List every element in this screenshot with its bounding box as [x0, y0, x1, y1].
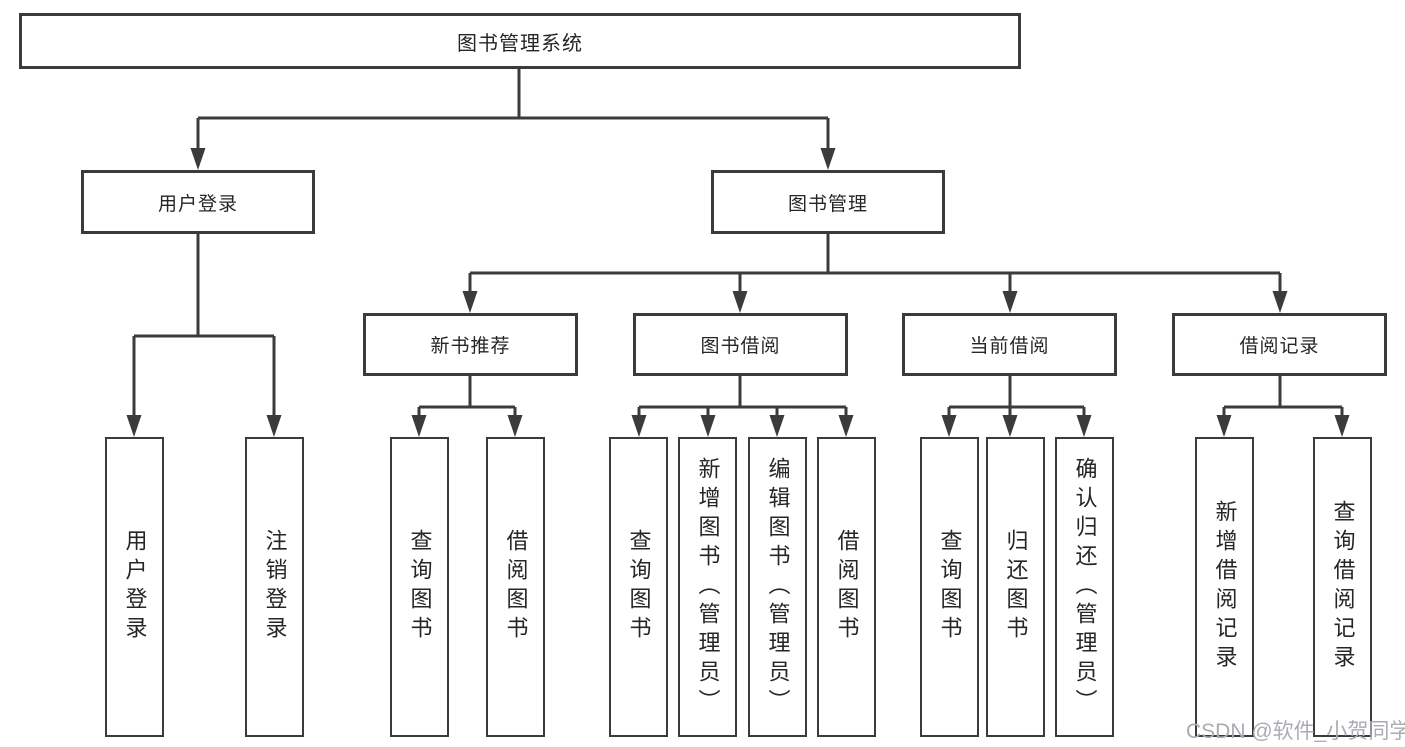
leaf-borrowing-edit-admin: 编辑图书（管理员）: [748, 437, 807, 737]
csdn-watermark: CSDN @软件_小贺同学: [1186, 720, 1405, 743]
node-library-system-label: 图书管理系统: [457, 32, 583, 55]
leaf-records-query: 查询借阅记录: [1313, 437, 1372, 737]
leaf-newbooks-query: 查询图书: [390, 437, 449, 737]
node-library-system: 图书管理系统: [19, 13, 1021, 69]
node-current-borrowing-label: 当前借阅: [969, 336, 1050, 357]
leaf-borrowing-borrow-label: 借阅图书: [834, 529, 860, 645]
node-user-login: 用户登录: [81, 170, 315, 234]
connector-root-to-level2: [190, 69, 836, 170]
leaf-borrowing-query: 查询图书: [609, 437, 668, 737]
leaf-current-query-label: 查询图书: [937, 529, 963, 645]
node-new-books-label: 新书推荐: [430, 336, 511, 357]
node-current-borrowing: 当前借阅: [902, 313, 1117, 376]
leaf-logout-label: 注销登录: [262, 529, 288, 645]
leaf-newbooks-borrow-label: 借阅图书: [503, 529, 529, 645]
node-borrowing-records-label: 借阅记录: [1239, 336, 1320, 357]
node-book-borrowing: 图书借阅: [633, 313, 848, 376]
connector-userlogin-branch: [126, 234, 282, 437]
connector-borrowing-branch: [631, 376, 854, 437]
leaf-logout: 注销登录: [245, 437, 304, 737]
node-book-management: 图书管理: [711, 170, 945, 234]
leaf-borrowing-add-admin: 新增图书（管理员）: [678, 437, 737, 737]
leaf-user-login: 用户登录: [105, 437, 164, 737]
node-book-management-label: 图书管理: [787, 193, 868, 215]
leaf-newbooks-query-label: 查询图书: [407, 529, 433, 645]
leaf-newbooks-borrow: 借阅图书: [486, 437, 545, 737]
connector-records-branch: [1216, 376, 1350, 437]
connector-current-branch: [941, 376, 1092, 437]
leaf-records-query-label: 查询借阅记录: [1330, 500, 1356, 674]
leaf-records-add-label: 新增借阅记录: [1212, 500, 1238, 674]
node-borrowing-records: 借阅记录: [1172, 313, 1387, 376]
leaf-current-return: 归还图书: [986, 437, 1045, 737]
leaf-borrowing-query-label: 查询图书: [626, 529, 652, 645]
node-user-login-label: 用户登录: [157, 193, 238, 215]
leaf-borrowing-add-admin-label: 新增图书（管理员）: [695, 456, 721, 718]
leaf-borrowing-borrow: 借阅图书: [817, 437, 876, 737]
connector-bookmgmt-to-level3: [462, 234, 1288, 313]
leaf-current-query: 查询图书: [920, 437, 979, 737]
leaf-current-return-label: 归还图书: [1003, 529, 1029, 645]
leaf-records-add: 新增借阅记录: [1195, 437, 1254, 737]
leaf-user-login-label: 用户登录: [122, 529, 148, 645]
node-book-borrowing-label: 图书借阅: [700, 336, 781, 357]
node-new-books: 新书推荐: [363, 313, 578, 376]
connector-newbooks-branch: [411, 376, 523, 437]
leaf-borrowing-edit-admin-label: 编辑图书（管理员）: [765, 456, 791, 718]
leaf-current-confirm-admin-label: 确认归还（管理员）: [1072, 456, 1098, 718]
leaf-current-confirm-admin: 确认归还（管理员）: [1055, 437, 1114, 737]
